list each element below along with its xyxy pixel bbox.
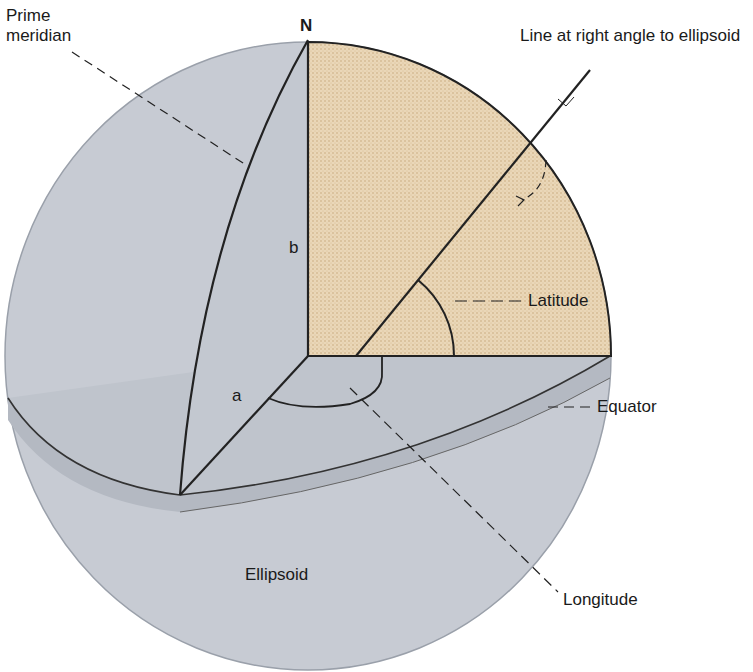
leader-line bbox=[548, 406, 592, 407]
meridian-plane bbox=[180, 40, 308, 495]
equator-band bbox=[8, 356, 610, 512]
ellipsoid-body bbox=[5, 42, 611, 670]
equatorial-radius bbox=[180, 356, 308, 495]
angle-label: Longitude bbox=[563, 590, 673, 610]
prime-meridian-line bbox=[180, 40, 308, 495]
normal-line bbox=[356, 70, 590, 356]
equator-radius bbox=[308, 355, 611, 357]
latitude-arc bbox=[418, 280, 454, 356]
polar-axis bbox=[307, 42, 309, 356]
normal-label: Line at right angle to ellipsoid bbox=[520, 26, 748, 46]
equator-label: Equator bbox=[597, 397, 687, 417]
angle-label: Latitude bbox=[528, 291, 618, 311]
longitude-arc bbox=[268, 356, 382, 407]
right-angle-mark bbox=[558, 97, 574, 106]
leader-line bbox=[72, 52, 246, 165]
ellipsoid-label: Ellipsoid bbox=[245, 565, 355, 585]
pole-label: N bbox=[300, 16, 324, 36]
axis-label: a bbox=[232, 386, 248, 406]
leader-line bbox=[455, 300, 522, 301]
leader-arrow bbox=[516, 196, 524, 206]
equator-plane bbox=[8, 356, 610, 495]
equator-line bbox=[8, 356, 610, 495]
axis-label: b bbox=[289, 238, 305, 258]
leader-line bbox=[522, 160, 546, 200]
leader-line bbox=[350, 388, 558, 592]
meridian-label: Prime meridian bbox=[6, 6, 96, 45]
